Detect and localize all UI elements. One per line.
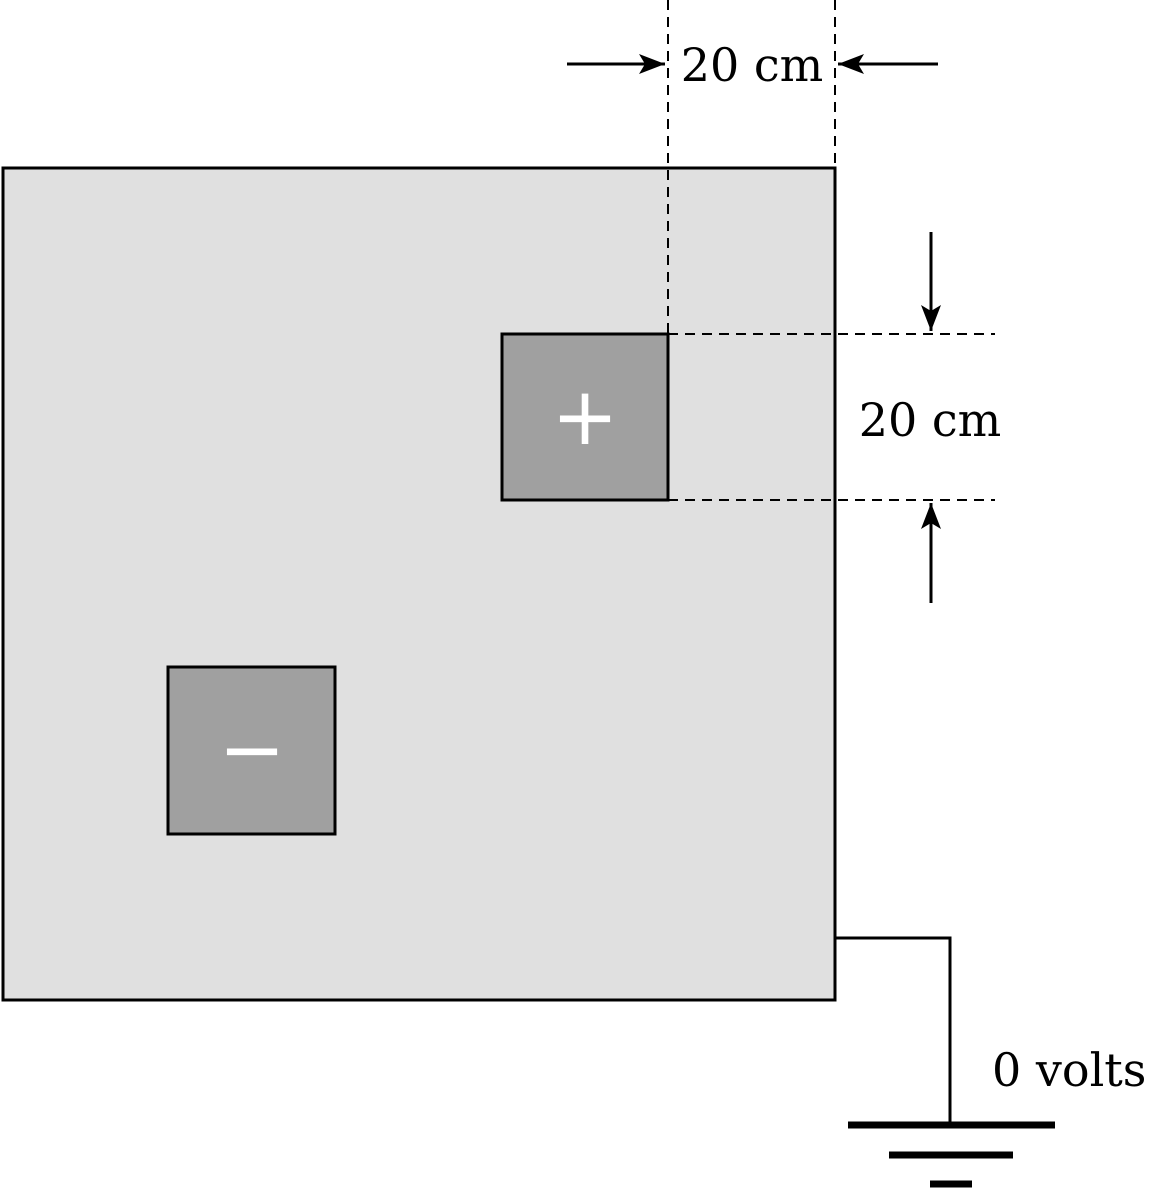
ground-icon [848,1121,1055,1188]
dimension-arrows [567,54,941,603]
negative-sign: − [218,703,285,796]
negative-charge-block: − [166,665,337,836]
dimension-guides [667,0,995,501]
grounded-plate [1,166,837,1002]
ground-voltage-label: 0 volts [992,1043,1146,1097]
vertical-dimension-label: 20 cm [859,393,1002,447]
positive-sign: + [551,370,618,463]
ground-connection [835,936,1055,1188]
horizontal-dimension-label: 20 cm [681,38,824,92]
positive-charge-block: + [500,332,670,502]
